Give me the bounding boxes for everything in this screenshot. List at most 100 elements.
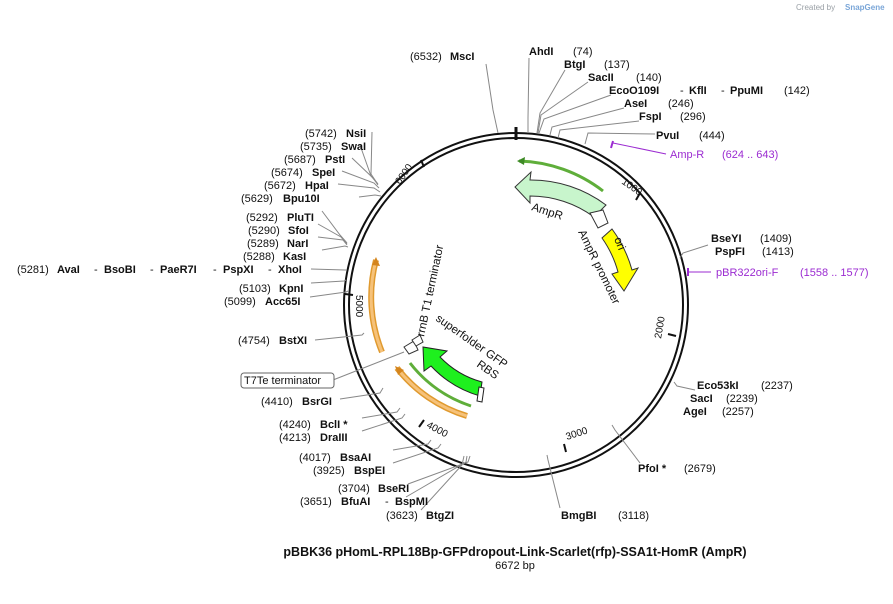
ampr-promoter-feature[interactable] <box>589 209 609 229</box>
t7te-leader <box>332 351 405 381</box>
msci-pos: (6532) <box>410 51 442 63</box>
ampr-label: AmpR <box>530 201 564 222</box>
gfp-primer-bar <box>408 362 472 408</box>
avai-sep2: - <box>150 264 154 276</box>
pspfi-name[interactable]: PspFI <box>715 246 745 258</box>
bseri-name[interactable]: BseRI <box>378 483 409 495</box>
bpu10i-name[interactable]: Bpu10I <box>283 193 320 205</box>
xhoi-name[interactable]: XhoI <box>278 264 302 276</box>
btgi-name[interactable]: BtgI <box>564 59 585 71</box>
sfoi-name[interactable]: SfoI <box>288 225 309 237</box>
swai-name[interactable]: SwaI <box>341 141 366 153</box>
tick-1000 <box>635 192 641 201</box>
psti-name[interactable]: PstI <box>325 154 345 166</box>
ecoo109i-sep1: - <box>680 85 684 97</box>
sacii-name[interactable]: SacII <box>588 72 614 84</box>
fspi-pos: (296) <box>680 111 706 123</box>
bfuai-pos: (3651) <box>300 496 332 508</box>
kasi-pos: (5288) <box>243 251 275 263</box>
pfoi-name[interactable]: PfoI * <box>638 463 667 475</box>
bcli-name[interactable]: BclI * <box>320 419 348 431</box>
credit-text: Created by <box>796 3 835 12</box>
bseri-pos: (3704) <box>338 483 370 495</box>
bspei-name[interactable]: BspEI <box>354 465 385 477</box>
avai-pos: (5281) <box>17 264 49 276</box>
rbs-feature[interactable] <box>476 386 485 403</box>
t7te-box <box>240 372 335 389</box>
bottom-terminator-fill <box>395 367 468 418</box>
bsaai-name[interactable]: BsaAI <box>340 452 371 464</box>
bfuai-name[interactable]: BfuAI <box>341 496 370 508</box>
ampr-feature[interactable] <box>514 170 607 218</box>
bottom-terminator-arrowhead <box>395 366 404 375</box>
nari-pos: (5289) <box>247 238 279 250</box>
draiii-name[interactable]: DraIII <box>320 432 348 444</box>
nsii-pos: (5742) <box>305 128 337 140</box>
acc65i-pos: (5099) <box>224 296 256 308</box>
bstxi-pos: (4754) <box>238 335 270 347</box>
amp-r-primer-range: (624 .. 643) <box>722 149 778 161</box>
agei-name[interactable]: AgeI <box>683 406 707 418</box>
spei-name[interactable]: SpeI <box>312 167 335 179</box>
pluti-name[interactable]: PluTI <box>287 212 314 224</box>
bmgbi-name[interactable]: BmgBI <box>561 510 596 522</box>
bsobi-name[interactable]: BsoBI <box>104 264 136 276</box>
kpni-pos: (5103) <box>239 283 271 295</box>
bpu10i-pos: (5629) <box>241 193 273 205</box>
avai-sep3: - <box>213 264 217 276</box>
kasi-name[interactable]: KasI <box>283 251 306 263</box>
acc65i-name[interactable]: Acc65I <box>265 296 300 308</box>
sfgfp-feature[interactable] <box>422 346 483 397</box>
hpai-name[interactable]: HpaI <box>305 180 329 192</box>
bsrgi-pos: (4410) <box>261 396 293 408</box>
pluti-pos: (5292) <box>246 212 278 224</box>
btgi-pos: (137) <box>604 59 630 71</box>
nsii-name[interactable]: NsiI <box>346 128 366 140</box>
eco53ki-pos: (2237) <box>761 380 793 392</box>
bcli-pos: (4240) <box>279 419 311 431</box>
kfli-name[interactable]: KflI <box>689 85 707 97</box>
ecoo109i-name[interactable]: EcoO109I <box>609 85 659 97</box>
eco53ki-name[interactable]: Eco53kI <box>697 380 739 392</box>
ppumi-name[interactable]: PpuMI <box>730 85 763 97</box>
btgzi-name[interactable]: BtgZI <box>426 510 454 522</box>
t7te-terminator-feature[interactable] <box>411 334 424 347</box>
asei-name[interactable]: AseI <box>624 98 647 110</box>
plasmid-title: pBBK36 pHomL-RPL18Bp-GFPdropout-Link-Sca… <box>283 545 746 559</box>
tick-label-2000: 2000 <box>653 315 668 339</box>
agei-pos: (2257) <box>722 406 754 418</box>
sacii-pos: (140) <box>636 72 662 84</box>
avai-sep1: - <box>94 264 98 276</box>
bspmi-name[interactable]: BspMI <box>395 496 428 508</box>
pspxi-name[interactable]: PspXI <box>223 264 254 276</box>
saci-name[interactable]: SacI <box>690 393 713 405</box>
msci-name[interactable]: MscI <box>450 51 474 63</box>
pvui-name[interactable]: PvuI <box>656 130 679 142</box>
asei-pos: (246) <box>668 98 694 110</box>
nari-name[interactable]: NarI <box>287 238 308 250</box>
avai-name[interactable]: AvaI <box>57 264 80 276</box>
sfoi-pos: (5290) <box>248 225 280 237</box>
tick-6000 <box>420 159 425 168</box>
paer7i-name[interactable]: PaeR7I <box>160 264 197 276</box>
ori-label: ori <box>611 236 627 252</box>
tick-5000 <box>344 293 354 296</box>
bstxi-name[interactable]: BstXI <box>279 335 307 347</box>
bsrgi-name[interactable]: BsrGI <box>302 396 332 408</box>
t7te-label: T7Te terminator <box>244 375 321 387</box>
spei-pos: (5674) <box>271 167 303 179</box>
fspi-name[interactable]: FspI <box>639 111 662 123</box>
left-terminator-fill <box>369 259 384 353</box>
ecoo109i-sep2: - <box>721 85 725 97</box>
bseyi-name[interactable]: BseYI <box>711 233 742 245</box>
saci-pos: (2239) <box>726 393 758 405</box>
psti-pos: (5687) <box>284 154 316 166</box>
ori-feature[interactable] <box>601 228 640 292</box>
pvui-pos: (444) <box>699 130 725 142</box>
kpni-name[interactable]: KpnI <box>279 283 303 295</box>
tick-4000 <box>418 419 425 428</box>
ahdi-name[interactable]: AhdI <box>529 46 553 58</box>
bfuai-sep: - <box>385 496 389 508</box>
bmgbi-pos: (3118) <box>618 510 649 522</box>
